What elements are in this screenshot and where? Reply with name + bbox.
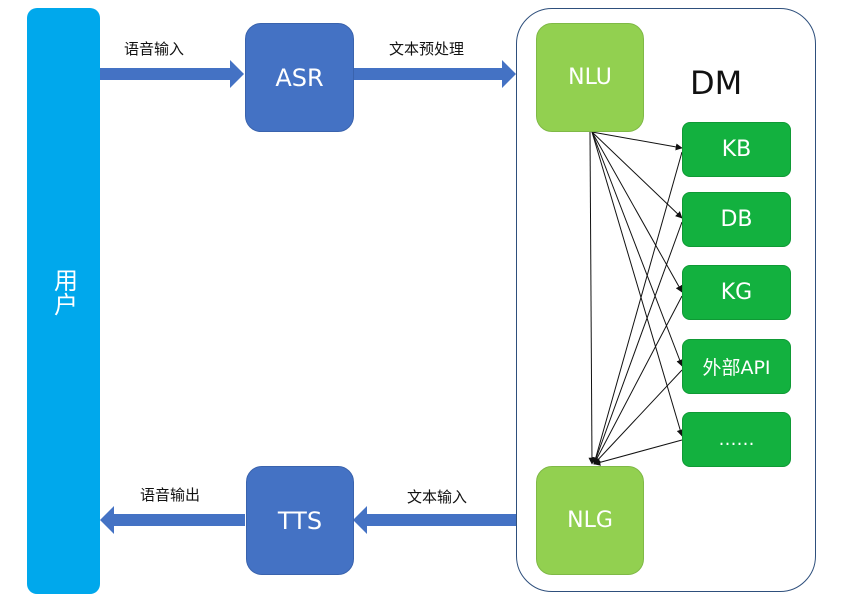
resource-more-label: …… xyxy=(718,429,755,450)
resource-external-api-label: 外部API xyxy=(702,357,771,379)
arrow-tts-to-user xyxy=(100,506,245,534)
line-api-nlg xyxy=(593,369,683,465)
line-kb-nlg xyxy=(592,151,683,465)
resource-db: DB xyxy=(682,192,791,247)
resource-kb-label: KB xyxy=(721,137,752,162)
line-nlu-nlg xyxy=(588,131,596,465)
line-nlu-kb xyxy=(591,131,683,151)
resource-db-label: DB xyxy=(720,207,753,232)
nlg-label: NLG xyxy=(567,508,613,533)
label-speech-output: 语音输出 xyxy=(140,486,201,504)
line-kg-nlg xyxy=(593,295,683,465)
line-db-nlg xyxy=(592,221,683,465)
line-nlu-api xyxy=(591,131,684,367)
asr-label: ASR xyxy=(275,63,324,92)
resource-more: …… xyxy=(682,412,791,467)
tts-label: TTS xyxy=(277,506,323,535)
arrow-asr-to-nlu xyxy=(353,60,516,88)
user-label: 用户 xyxy=(49,268,78,316)
nlu-box: NLU xyxy=(536,23,644,132)
line-nlu-more xyxy=(591,131,684,437)
nlg-box: NLG xyxy=(536,466,644,575)
user-bar xyxy=(27,8,100,594)
arrow-nlg-to-tts xyxy=(353,506,516,534)
arrow-user-to-asr xyxy=(100,60,244,88)
resource-kg: KG xyxy=(682,265,791,320)
resource-kg-label: KG xyxy=(720,280,753,305)
nlu-label: NLU xyxy=(568,65,612,90)
label-text-preprocess: 文本预处理 xyxy=(389,40,465,58)
tts-box: TTS xyxy=(246,466,354,575)
line-nlu-kg xyxy=(591,131,683,293)
line-more-nlg xyxy=(593,439,683,466)
label-speech-input: 语音输入 xyxy=(124,40,185,58)
resource-kb: KB xyxy=(682,122,791,177)
line-nlu-db xyxy=(591,131,683,219)
asr-box: ASR xyxy=(245,23,354,132)
resource-external-api: 外部API xyxy=(682,339,791,394)
dm-title: DM xyxy=(690,64,743,102)
label-text-input: 文本输入 xyxy=(407,488,468,506)
